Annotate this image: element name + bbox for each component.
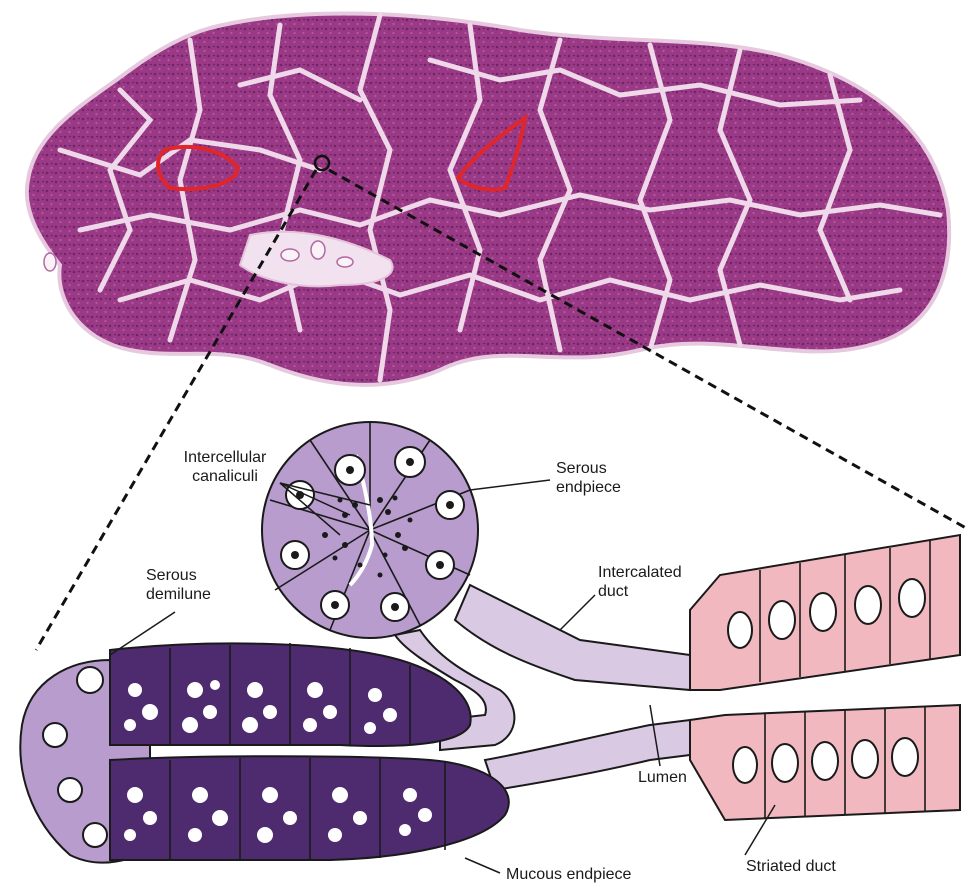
label-intercalated-duct-line2: duct	[598, 582, 682, 601]
label-lumen: Lumen	[638, 768, 687, 787]
striated-duct-lower	[690, 705, 960, 820]
label-serous-demilune-line2: demilune	[146, 585, 211, 604]
label-serous-demilune-line1: Serous	[146, 566, 211, 585]
label-serous-endpiece-line2: endpiece	[556, 478, 621, 497]
label-mucous-endpiece: Mucous endpiece	[506, 865, 631, 884]
histology-section	[27, 13, 949, 384]
label-serous-endpiece-line1: Serous	[556, 459, 621, 478]
label-intercellular-canaliculi-line1: Intercellular	[150, 448, 300, 467]
leader-mucous-endpiece	[465, 858, 500, 873]
label-striated-duct: Striated duct	[746, 857, 836, 876]
striated-duct-upper	[690, 535, 960, 690]
gland-section-outline	[27, 13, 949, 384]
leader-intercalated-duct	[560, 595, 595, 630]
label-intercalated-duct-line1: Intercalated	[598, 563, 682, 582]
label-serous-endpiece: Serous endpiece	[556, 459, 621, 497]
leader-serous-endpiece	[470, 480, 550, 490]
label-intercellular-canaliculi: Intercellular canaliculi	[150, 448, 300, 486]
label-intercellular-canaliculi-line2: canaliculi	[150, 467, 300, 486]
label-intercalated-duct: Intercalated duct	[598, 563, 682, 601]
mucous-endpiece	[20, 643, 508, 863]
label-serous-demilune: Serous demilune	[146, 566, 211, 604]
